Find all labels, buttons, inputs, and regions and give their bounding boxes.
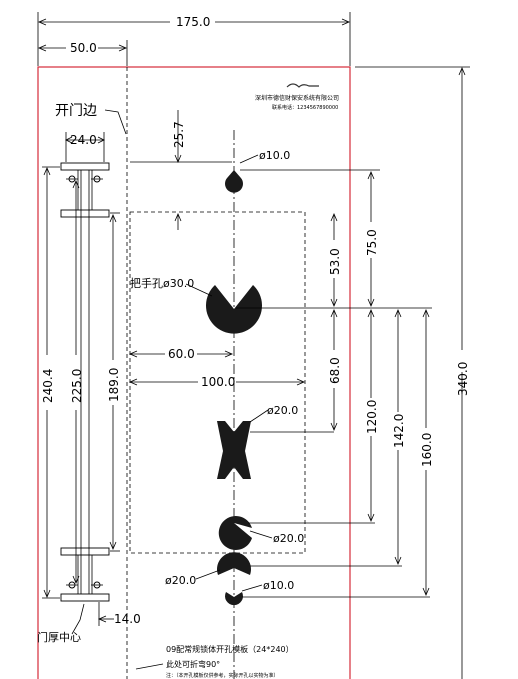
dim-100-label: 100.0	[201, 375, 235, 389]
company-contact: 联系电话：1234567890000	[272, 104, 338, 111]
dim-25-7-label: 25.7	[172, 121, 186, 148]
hole-top-10	[225, 170, 244, 193]
lock-body-outline	[129, 211, 306, 554]
door-edge-label: 开门边	[55, 103, 97, 119]
dimension-53: 53.0	[328, 212, 342, 308]
dimension-total-width: 175.0	[37, 12, 351, 66]
handle-hole-label: 把手孔ø30.0	[130, 276, 194, 290]
door-center-leader	[71, 603, 85, 635]
hole-lower-20-a	[218, 516, 252, 550]
door-center-label: 门厚中心	[37, 630, 81, 644]
dim-24-label: 24.0	[70, 133, 97, 147]
dimension-offset-25-7: 25.7	[130, 110, 232, 230]
dimension-160: 160.0	[420, 308, 434, 597]
dim-60-label: 60.0	[168, 347, 195, 361]
bend-note-leader	[135, 663, 164, 670]
dimension-offset-50: 50.0	[37, 40, 128, 66]
template-title: 09配常规锁体开孔模板（24*240）	[166, 644, 294, 654]
dim-50-label: 50.0	[70, 41, 97, 55]
template-frame	[37, 66, 351, 679]
dim-120-label: 120.0	[365, 400, 379, 434]
small-note: 注：（本开孔模板仅供参考，实际开孔以实物为准）	[166, 672, 279, 679]
dimension-total-height: 340.0	[355, 66, 470, 679]
dim-189-label: 189.0	[107, 368, 121, 402]
hole-lower2-label: ø20.0	[165, 574, 196, 587]
dim-240-4-label: 240.4	[41, 369, 55, 403]
dim-68-label: 68.0	[328, 357, 342, 384]
handle-hole-30	[206, 285, 262, 334]
dim-14-label: 14.0	[114, 612, 141, 626]
dim-53-label: 53.0	[328, 248, 342, 275]
hole-slot-20	[217, 421, 251, 479]
hole-lower1-label: ø20.0	[273, 532, 304, 545]
dimension-width-24: 24.0	[65, 132, 105, 162]
dim-225-label: 225.0	[70, 369, 84, 403]
hole-top-label: ø10.0	[259, 149, 290, 162]
company-header: 深圳市德信财保安系统有限公司 联系电话：1234567890000	[255, 83, 339, 111]
bend-note: 此处可折弯90°	[166, 659, 220, 669]
company-name: 深圳市德信财保安系统有限公司	[255, 94, 339, 102]
dimension-14: 14.0	[97, 602, 141, 626]
dimension-189: 189.0	[107, 212, 121, 552]
dimension-68: 68.0	[328, 308, 342, 432]
dimension-75: 75.0	[365, 170, 379, 308]
dimension-142: 142.0	[392, 308, 406, 566]
lock-faceplate-drawing	[60, 162, 110, 602]
hole-lower-20-b	[216, 552, 251, 575]
dimension-120: 120.0	[365, 308, 379, 523]
dim-142-label: 142.0	[392, 414, 406, 448]
door-edge-leader	[104, 109, 127, 135]
hole-bottom-label: ø10.0	[263, 579, 294, 592]
dimension-100: 100.0	[128, 375, 306, 389]
dimension-225: 225.0	[70, 179, 84, 585]
hole-bottom-10	[225, 592, 243, 606]
dimension-60: 60.0	[128, 347, 234, 361]
hole-slot-label: ø20.0	[267, 404, 298, 417]
dim-160-label: 160.0	[420, 433, 434, 467]
dim-340-label: 340.0	[456, 362, 470, 396]
company-logo	[286, 83, 319, 88]
dimension-240-4: 240.4	[41, 166, 60, 599]
dim-175-label: 175.0	[176, 15, 210, 29]
dim-75-label: 75.0	[365, 229, 379, 256]
